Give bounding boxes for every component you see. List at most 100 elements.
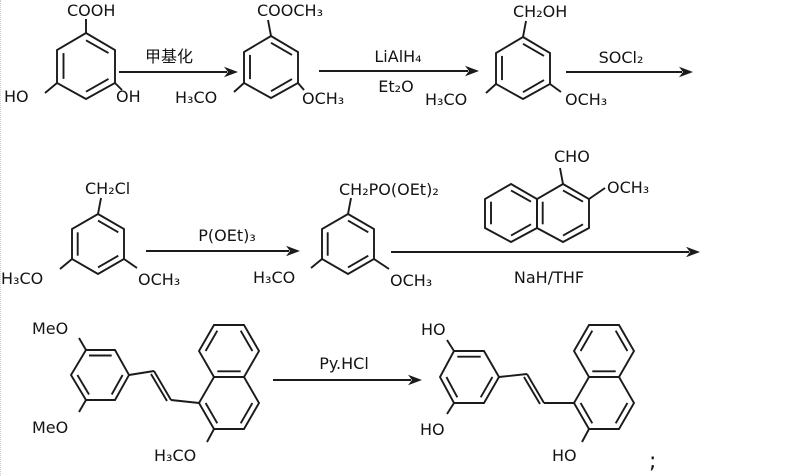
double-bond — [239, 330, 254, 352]
meo-bottom-label: MeO — [32, 418, 68, 437]
naphthyl-methoxy-label: OCH₃ — [607, 178, 649, 197]
methoxy-right-label: OCH₃ — [138, 270, 180, 289]
arrowhead-icon — [465, 65, 479, 77]
vinyl-bond — [498, 373, 528, 378]
naphthol-label: HO — [552, 446, 577, 465]
double-bond — [614, 330, 629, 352]
ester-label: COOCH₃ — [257, 1, 323, 20]
poet3-label: P(OEt)₃ — [198, 226, 256, 245]
substituent-bond — [123, 258, 138, 269]
substituent-bond — [588, 187, 606, 200]
substituent-bond — [373, 258, 390, 270]
double-bond — [579, 330, 594, 352]
compound-trimethoxy-intermediate: MeO MeO H₃CO — [32, 319, 261, 465]
cooh-label: COOH — [67, 1, 115, 20]
scheme-terminator: ; — [649, 449, 656, 474]
cho-label: CHO — [554, 147, 590, 166]
substituent-bond — [44, 82, 58, 94]
methoxy-left-label: H₃CO — [425, 90, 467, 109]
substituent-bond — [59, 258, 73, 270]
substituent-bond — [347, 197, 352, 215]
ho-bottom-label: HO — [420, 420, 445, 439]
methoxy-left-label: H₃CO — [1, 269, 43, 288]
arrowhead-icon — [408, 374, 422, 386]
et2o-label: Et₂O — [378, 77, 413, 96]
naphthalene-ring-left — [484, 182, 538, 244]
compound-dimethoxybenzyl-chloride: CH₂Cl H₃CO OCH₃ — [1, 179, 180, 289]
substituent-bond — [78, 399, 87, 413]
double-bond — [510, 189, 532, 203]
vinyl-bond — [128, 370, 155, 376]
naphthalene-ring-lower — [572, 376, 636, 430]
ch2oh-label: CH₂OH — [513, 2, 567, 21]
substituent-bond — [522, 20, 527, 38]
compound-dihydroxybenzoic-acid: COOH HO OH — [4, 1, 141, 106]
vinyl-double-bond — [526, 373, 545, 404]
substituent-bond — [446, 402, 455, 415]
double-bond — [347, 219, 369, 234]
vinyl-double-bond-inner — [150, 373, 168, 402]
vinyl-bond — [170, 399, 200, 404]
double-bond — [347, 254, 369, 269]
double-bond — [85, 78, 109, 93]
double-bond — [270, 41, 293, 56]
double-bond — [510, 223, 532, 237]
substituent-bond — [581, 428, 590, 443]
methylation-label: 甲基化 — [145, 47, 193, 66]
double-bond — [579, 402, 594, 424]
substituent-bond — [297, 82, 305, 91]
arrow-arbuzov: P(OEt)₃ — [146, 226, 300, 257]
substituent-bond — [267, 19, 272, 37]
substituent-bond — [233, 82, 245, 93]
compound-trihydroxy-product: HO HO HO — [420, 320, 636, 465]
arrowhead-icon — [224, 66, 238, 78]
substituent-bond — [206, 428, 215, 443]
substituent-bond — [485, 83, 497, 94]
naphthalene-ring-lower — [197, 376, 261, 430]
methoxy-right-label: OCH₃ — [302, 89, 344, 108]
double-bond — [97, 254, 119, 269]
oh-label: OH — [116, 87, 141, 106]
vinyl-double-bond — [153, 370, 172, 401]
naphthalene-ring-right — [536, 182, 590, 244]
double-bond — [110, 374, 124, 395]
benzene-ring — [71, 212, 125, 276]
methoxy-left-label: H₃CO — [253, 268, 295, 287]
naphthalene-ring-upper — [572, 324, 636, 378]
methoxy-right-label: OCH₃ — [565, 90, 607, 109]
substituent-bond — [559, 167, 564, 185]
double-bond — [76, 374, 90, 395]
double-bond — [479, 376, 494, 398]
ho-top-label: HO — [421, 320, 446, 339]
arrowhead-icon — [686, 246, 700, 258]
double-bond — [562, 189, 584, 203]
arrowhead-icon — [286, 245, 300, 257]
compound-dimethoxybenzoate: COOCH₃ H₃CO OCH₃ — [175, 1, 344, 108]
arrowhead-icon — [679, 66, 693, 78]
naphthyl-methoxy-label: H₃CO — [154, 446, 196, 465]
double-bond — [614, 402, 629, 424]
socl2-label: SOCl₂ — [599, 48, 644, 67]
substituent-bond — [310, 258, 323, 269]
double-bond — [522, 42, 545, 57]
substituent-bond — [114, 82, 123, 91]
double-bond — [97, 219, 119, 234]
double-bond — [445, 376, 459, 398]
arrow-demethylation: Py.HCl — [273, 354, 422, 386]
ch2cl-label: CH₂Cl — [85, 179, 130, 198]
substituent-bond — [97, 197, 102, 215]
double-bond — [562, 223, 584, 237]
methoxy-right-label: OCH₃ — [390, 271, 432, 290]
double-bond — [204, 402, 219, 424]
benzene-ring — [438, 350, 501, 404]
arrow-methylation: 甲基化 — [119, 47, 238, 78]
substituent-bond — [446, 339, 455, 352]
benzene-ring — [243, 34, 299, 100]
compound-methoxynaphthaldehyde: CHO OCH₃ — [484, 147, 649, 244]
substituent-bond — [78, 337, 87, 351]
substituent-bond — [549, 83, 562, 93]
pyhcl-label: Py.HCl — [319, 354, 369, 373]
benzene-ring — [321, 212, 375, 276]
